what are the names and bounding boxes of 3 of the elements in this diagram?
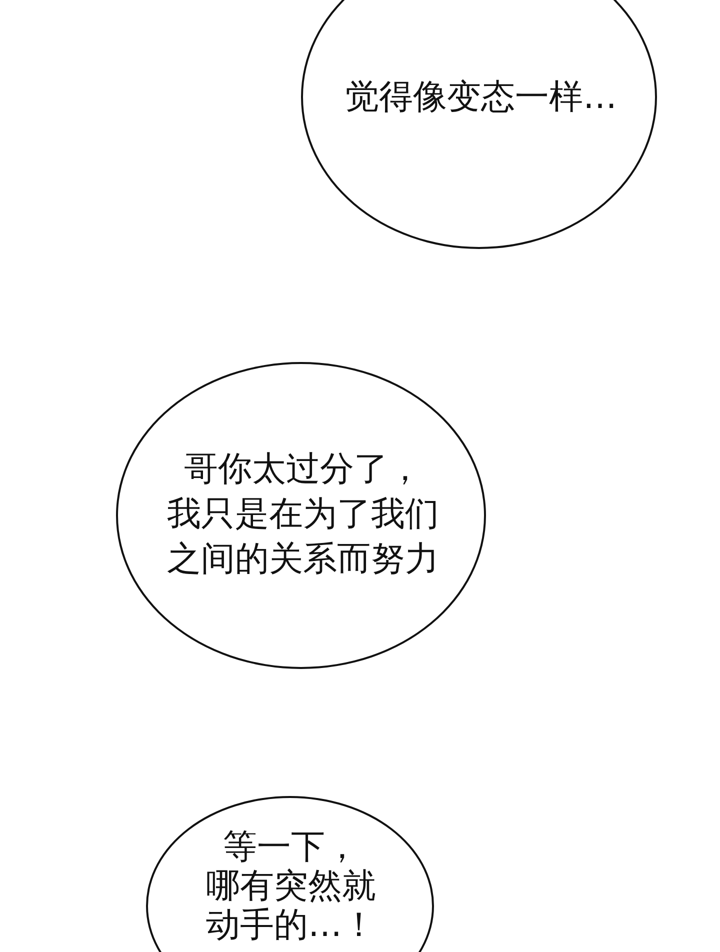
speech-text: 等一下，哪有突然就动手的…！ [205, 828, 377, 945]
speech-text: 哥你太过分了，我只是在为了我们之间的关系而努力 [166, 448, 440, 581]
speech-text: 觉得像变态一样… [344, 76, 618, 119]
